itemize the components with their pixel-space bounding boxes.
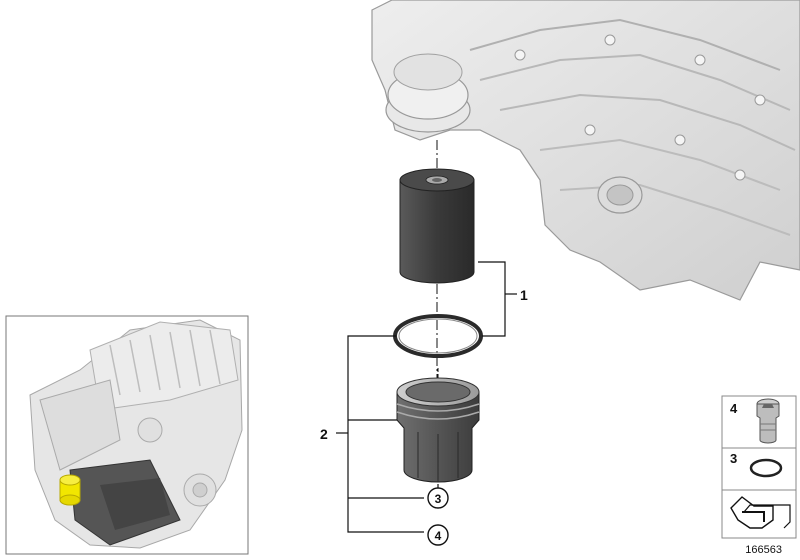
leader-lines: [336, 261, 517, 533]
callout-part-3: 3: [435, 492, 442, 506]
oil-filter-housing: [371, 0, 800, 301]
engine-overview-inset: [5, 315, 249, 555]
callout-part-1: 1: [520, 287, 528, 303]
callout-part-4: 4: [435, 529, 442, 543]
sealing-ring-icon: [749, 458, 783, 478]
drain-plug-icon: [756, 398, 780, 444]
filter-element: [399, 168, 475, 284]
o-ring-seal: [393, 314, 483, 358]
legend-item-3-label: 3: [730, 451, 737, 466]
filter-location-marker: [59, 474, 81, 506]
callout-part-2: 2: [320, 426, 328, 442]
next-arrow-icon: [730, 496, 791, 529]
engine-illustration: [29, 319, 243, 549]
legend-item-4-label: 4: [730, 401, 738, 416]
diagram-reference-number: 166563: [745, 544, 782, 556]
callout-part-3-badge: 3: [427, 487, 449, 509]
parts-legend: 4 3: [721, 395, 797, 539]
callout-part-4-badge: 4: [427, 524, 449, 546]
legend-box-item-3: [721, 447, 797, 491]
filter-cover-cap: [396, 368, 480, 483]
